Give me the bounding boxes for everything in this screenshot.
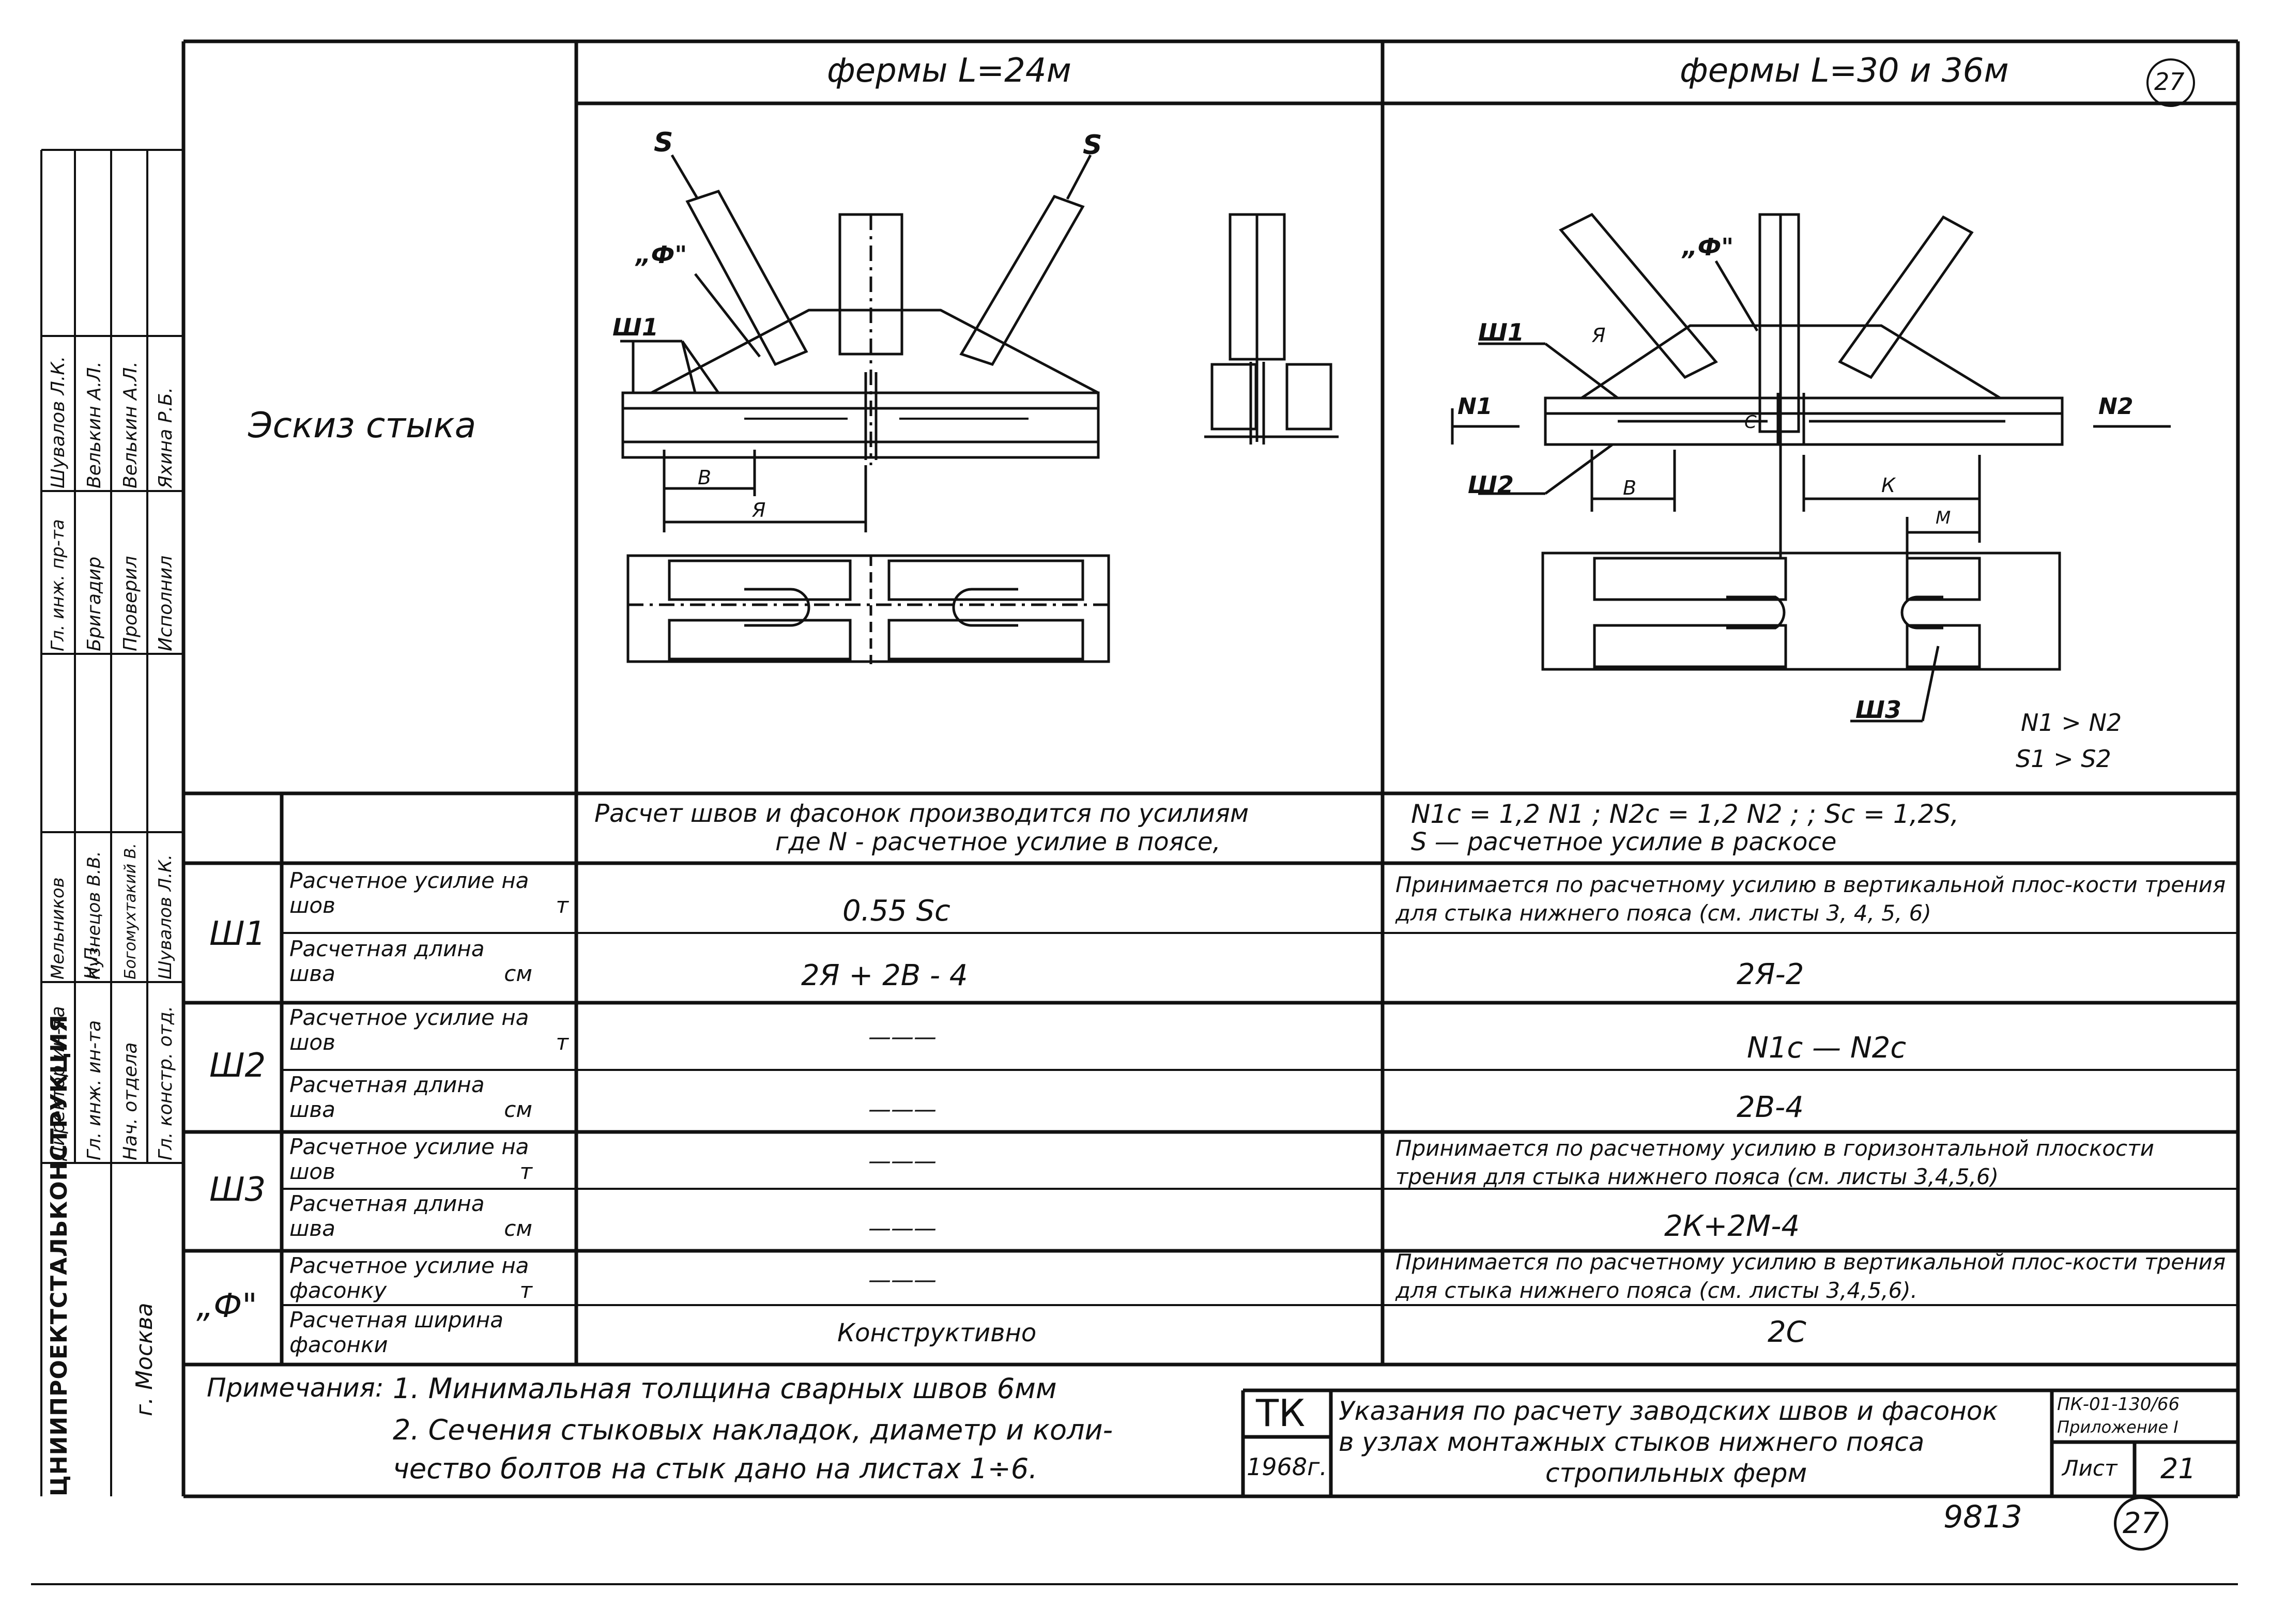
label-ya-left: Я: [752, 499, 766, 522]
drawing-number: 9813: [1943, 1499, 2022, 1535]
title-year: 1968г.: [1247, 1453, 1327, 1481]
stamp-role-4: Гл. инж. пр-та: [48, 519, 68, 651]
val-sh1-force-col1: 0.55 Sс: [842, 894, 950, 928]
group-label-f: „Ф": [196, 1287, 257, 1325]
label-m: М: [1936, 508, 1951, 528]
label-c: С: [1744, 412, 1757, 433]
param-f-force: Расчетное усилие на фасонку т: [289, 1253, 532, 1304]
stamp-role-1: Гл. инж. ин-та: [84, 1020, 105, 1160]
row-label-sketch: Эскиз стыка: [248, 405, 477, 446]
calc-note-line2-b: S — расчетное усилие в раскосе: [1411, 828, 1837, 856]
stamp-role-7: Исполнил: [155, 555, 176, 651]
val-sh2-force-col2: N1с — N2с: [1747, 1031, 1907, 1065]
header-col2: фермы L=30 и 36м: [1680, 52, 2009, 90]
label-s-left: S: [654, 127, 673, 158]
group-label-sh1: Ш1: [209, 915, 266, 953]
title-sheet-no: 21: [2160, 1452, 2196, 1485]
label-n1: N1: [1457, 393, 1493, 420]
val-sh1-force-col2: Принимается по расчетному усилию в верти…: [1395, 872, 2226, 926]
param-sh2-length: Расчетная длина шва см: [289, 1072, 532, 1123]
stamp-role-0: Директор ин-та: [48, 1006, 69, 1160]
stamp-name-4: Шувалов Л.К.: [48, 356, 69, 488]
stamp-role-6: Проверил: [120, 556, 141, 651]
calc-note-line2: где N - расчетное усилие в поясе,: [775, 828, 1221, 856]
label-sh3: Ш3: [1855, 696, 1901, 724]
stamp-role-5: Бригадир: [84, 556, 105, 651]
note-1: 1. Минимальная толщина сварных швов 6мм: [393, 1372, 1057, 1405]
label-sh1-left: Ш1: [612, 313, 658, 341]
param-sh1-force: Расчетное усилие на шов т: [289, 868, 569, 918]
param-sh2-force: Расчетное усилие на шов т: [289, 1005, 569, 1055]
val-f-width-col1: Конструктивно: [837, 1319, 1037, 1347]
label-f-right: „Ф": [1682, 233, 1734, 261]
notes-title: Примечания:: [207, 1373, 384, 1403]
header-col1: фермы L=24м: [827, 52, 1071, 90]
val-sh3-length-col2: 2К+2М-4: [1664, 1209, 1800, 1243]
stamp-role-2: Нач. отдела: [120, 1042, 141, 1160]
val-sh2-length-col1: ———: [868, 1096, 937, 1123]
label-sh1-right: Ш1: [1478, 318, 1524, 346]
val-sh1-length-col2: 2Я-2: [1737, 958, 1804, 991]
circled-page-number: 27: [2114, 1496, 2168, 1551]
calc-note-line1: Расчет швов и фасонок производится по ус…: [594, 799, 1249, 828]
stamp-name-3: Шувалов Л.К.: [155, 854, 176, 979]
calc-note-line1-formula: N1с = 1,2 N1 ; N2с = 1,2 N2 ; ; Sс = 1,2…: [1411, 799, 1959, 829]
group-label-sh3: Ш3: [209, 1171, 266, 1209]
val-sh2-force-col1: ———: [868, 1024, 937, 1050]
sketch-l24-section: [1204, 213, 1339, 445]
label-f-left: „Ф": [636, 241, 687, 269]
label-s-right: S: [1083, 130, 1102, 161]
stamp-name-7: Яхина Р.Б.: [155, 387, 176, 488]
stamp-name-6: Велькин А.Л.: [120, 361, 141, 488]
val-sh3-length-col1: ———: [868, 1215, 937, 1242]
label-k: К: [1881, 474, 1895, 497]
title-tk: ТК: [1256, 1391, 1306, 1435]
val-f-width-col2: 2С: [1768, 1315, 1806, 1349]
label-sh2: Ш2: [1468, 471, 1514, 499]
label-n2: N2: [2098, 393, 2134, 420]
title-code: ПК-01-130/66: [2057, 1394, 2180, 1415]
param-sh3-force: Расчетное усилие на шов т: [289, 1134, 532, 1185]
stamp-name-0: Мельников Н.П.: [48, 877, 102, 979]
label-v-left: В: [698, 466, 712, 489]
title-line2: в узлах монтажных стыков нижнего пояса: [1339, 1427, 1925, 1457]
val-f-force-col1: ———: [868, 1267, 937, 1293]
label-rel1: N1 > N2: [2021, 709, 2122, 737]
label-v-right: В: [1623, 477, 1637, 499]
sketch-l24: [620, 154, 1110, 664]
title-line1: Указания по расчету заводских швов и фас…: [1339, 1396, 1998, 1426]
label-rel2: S1 > S2: [2016, 745, 2111, 773]
param-sh1-length: Расчетная длина шва см: [289, 936, 532, 987]
sheet-number-top: 27: [2154, 68, 2185, 96]
val-sh3-force-col2: Принимается по расчетному усилию в гориз…: [1395, 1136, 2154, 1189]
note-2a: 2. Сечения стыковых накладок, диаметр и …: [393, 1414, 1113, 1446]
title-appendix: Приложение I: [2057, 1417, 2178, 1437]
label-ya-right: Я: [1592, 324, 1606, 347]
sketch-l30-36: [1451, 212, 2171, 723]
val-sh3-force-col1: ———: [868, 1148, 937, 1174]
val-sh1-length-col1: 2Я + 2В - 4: [801, 959, 968, 992]
stamp-name-5: Велькин А.Л.: [84, 361, 105, 488]
stamp-name-1: Кузнецов В.В.: [84, 851, 104, 979]
param-sh3-length: Расчетная длина шва см: [289, 1191, 532, 1242]
note-2b: чество болтов на стык дано на листах 1÷6…: [393, 1452, 1038, 1485]
param-f-width: Расчетная ширина фасонки: [289, 1307, 503, 1358]
stamp-city: г. Москва: [131, 1303, 158, 1416]
val-sh2-length-col2: 2В-4: [1737, 1091, 1804, 1124]
group-label-sh2: Ш2: [209, 1047, 266, 1085]
stamp-org: ЦНИИПРОЕКТСТАЛЬКОНСТРУКЦИЯ: [46, 1014, 72, 1496]
stamp-role-3: Гл. констр. отд.: [155, 1005, 176, 1160]
val-f-force-col2: Принимается по расчетному усилию в верти…: [1395, 1249, 2226, 1303]
title-line3: стропильных ферм: [1545, 1458, 1807, 1488]
title-sheet-label: Лист: [2062, 1456, 2117, 1481]
stamp-name-2: Богомухтакий В.: [121, 843, 140, 979]
